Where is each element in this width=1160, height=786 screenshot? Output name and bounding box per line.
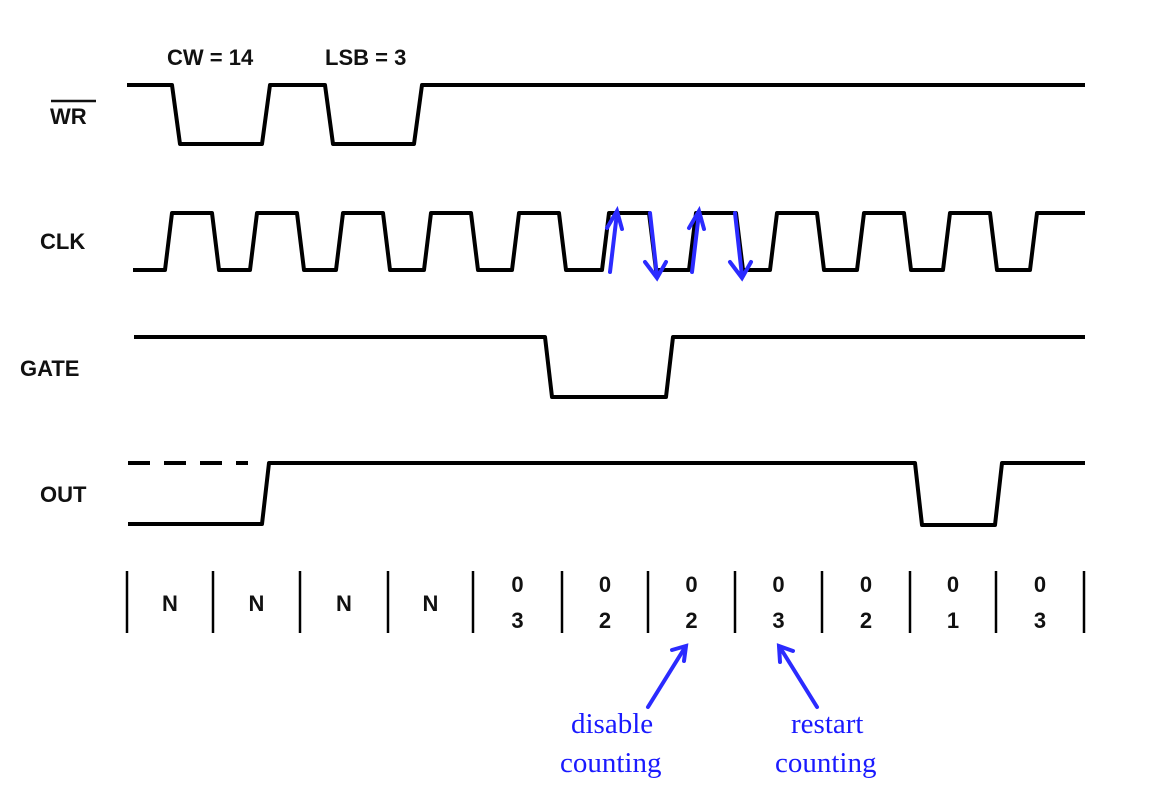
count-lsb: 1 [947,608,959,633]
count-msb: 0 [1034,572,1046,597]
count-lsb: 3 [1034,608,1046,633]
count-cell: N [423,591,439,616]
clk-waveform [133,211,1085,272]
count-unknown: N [423,591,439,616]
count-cell: N [162,591,178,616]
count-lsb: 3 [772,608,784,633]
count-lsb: 2 [860,608,872,633]
wr-waveform [127,83,1085,146]
falling-edge-arrow-icon [728,211,753,282]
count-cell: 01 [947,572,959,633]
disable-label-line2: counting [560,747,662,779]
count-msb: 0 [860,572,872,597]
count-cell: 02 [860,572,872,633]
clk-edge-arrows [605,205,753,282]
gate-waveform [134,335,1085,399]
signal-label-clk: CLK [40,229,85,254]
count-cell: 03 [772,572,784,633]
count-msb: 0 [772,572,784,597]
signal-label-out: OUT [40,482,87,507]
count-msb: 0 [947,572,959,597]
count-cell: 02 [599,572,611,633]
count-unknown: N [249,591,265,616]
count-cell: 03 [511,572,523,633]
restart-label-line2: counting [775,747,877,779]
count-unknown: N [162,591,178,616]
count-msb: 0 [599,572,611,597]
count-cell: N [336,591,352,616]
out-waveform [128,461,1085,527]
count-cell: 03 [1034,572,1046,633]
restart-arrow-icon [776,643,819,709]
count-lsb: 2 [599,608,611,633]
restart-label-line1: restart [791,708,863,740]
count-msb: 0 [511,572,523,597]
count-cell: 02 [685,572,697,633]
rising-edge-arrow-icon [605,205,624,274]
cw-label: CW = 14 [167,45,254,70]
signal-label-wr: WR [50,99,96,129]
svg-text:WR: WR [50,104,87,129]
count-cell: N [249,591,265,616]
disable-arrow-icon [646,643,689,709]
falling-edge-arrow-icon [643,211,668,282]
signal-label-gate: GATE [20,356,79,381]
count-lsb: 2 [685,608,697,633]
lsb-label: LSB = 3 [325,45,406,70]
count-unknown: N [336,591,352,616]
disable-label-line1: disable [571,708,653,740]
count-msb: 0 [685,572,697,597]
rising-edge-arrow-icon [687,205,706,274]
count-lsb: 3 [511,608,523,633]
